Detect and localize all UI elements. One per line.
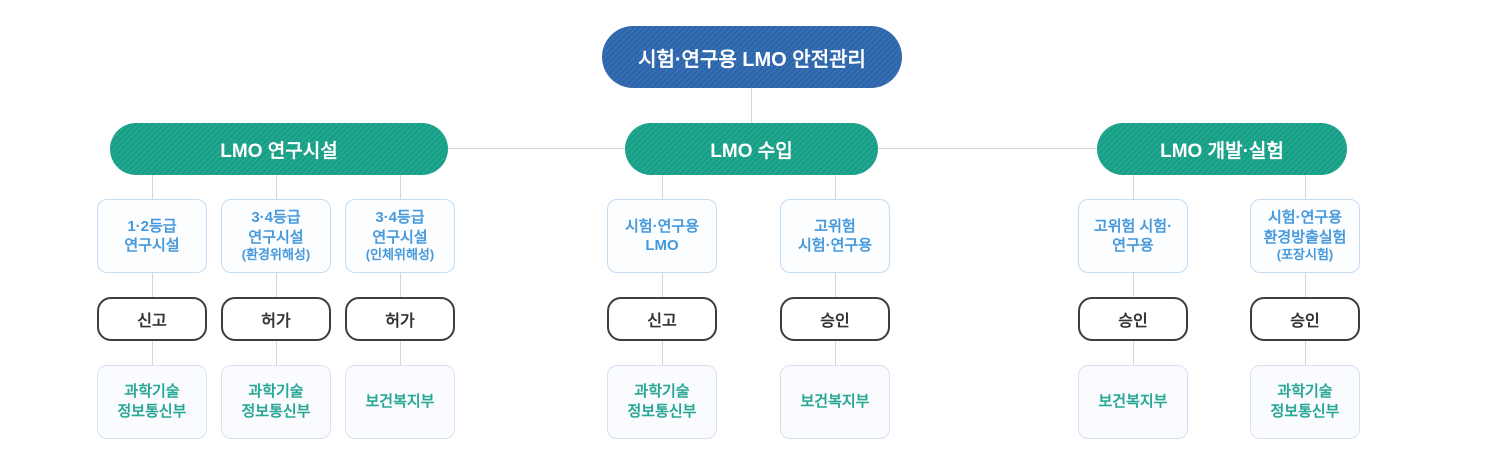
ministry-label: 보건복지부 [1098, 392, 1168, 410]
ministry-label: 과학기술 정보통신부 [627, 382, 697, 420]
category-box: 고위험 시험· 연구용 [1078, 199, 1188, 273]
connector-line [1132, 175, 1134, 199]
action-box: 승인 [1078, 297, 1188, 341]
group-node-label: LMO 개발·실험 [1160, 140, 1284, 162]
category-sublabel: (인체위해성) [365, 247, 435, 263]
category-box: 3·4등급 연구시설 (인체위해성) [345, 199, 455, 273]
action-box: 허가 [345, 297, 455, 341]
connector-line [151, 341, 153, 365]
ministry-box: 보건복지부 [780, 365, 890, 439]
group-node-label: LMO 수입 [710, 140, 793, 162]
ministry-label: 과학기술 정보통신부 [1270, 382, 1340, 420]
group-node-lmo-development-experiment: LMO 개발·실험 [1097, 123, 1347, 175]
action-label: 신고 [647, 313, 677, 330]
category-box: 고위험 시험·연구용 [780, 199, 890, 273]
ministry-box: 과학기술 정보통신부 [97, 365, 207, 439]
connector-line [834, 341, 836, 365]
action-box: 승인 [780, 297, 890, 341]
action-label: 승인 [820, 313, 850, 330]
connector-horizontal-right [878, 148, 1097, 149]
category-label: 고위험 시험· 연구용 [1093, 217, 1173, 255]
connector-line [1132, 273, 1134, 297]
root-node: 시험·연구용 LMO 안전관리 [602, 26, 902, 88]
column-test-research-lmo: 시험·연구용 LMO 신고 과학기술 정보통신부 [607, 175, 717, 439]
connector-line [1132, 341, 1134, 365]
category-label: 시험·연구용 LMO [625, 217, 699, 255]
connector-horizontal-left [448, 148, 625, 149]
connector-line [661, 273, 663, 297]
column-grade-3-4-facility-environment: 3·4등급 연구시설 (환경위해성) 허가 과학기술 정보통신부 [221, 175, 331, 439]
action-box: 허가 [221, 297, 331, 341]
category-sublabel: (포장시험) [1276, 247, 1334, 263]
action-label: 승인 [1118, 313, 1148, 330]
column-high-risk-test-research-develop: 고위험 시험· 연구용 승인 보건복지부 [1078, 175, 1188, 439]
connector-line [151, 273, 153, 297]
category-label: 3·4등급 연구시설 [372, 209, 428, 246]
ministry-box: 과학기술 정보통신부 [221, 365, 331, 439]
group-node-lmo-import: LMO 수입 [625, 123, 878, 175]
column-grade-1-2-facility: 1·2등급 연구시설 신고 과학기술 정보통신부 [97, 175, 207, 439]
group-node-label: LMO 연구시설 [220, 140, 338, 162]
group-node-lmo-research-facility: LMO 연구시설 [110, 123, 448, 175]
action-label: 허가 [261, 313, 291, 330]
connector-line [275, 175, 277, 199]
connector-line [1304, 175, 1306, 199]
ministry-box: 보건복지부 [1078, 365, 1188, 439]
category-label: 1·2등급 연구시설 [124, 217, 180, 255]
column-high-risk-test-research-import: 고위험 시험·연구용 승인 보건복지부 [780, 175, 890, 439]
category-label: 시험·연구용 환경방출실험 [1263, 209, 1347, 246]
column-environmental-release-experiment: 시험·연구용 환경방출실험 (포장시험) 승인 과학기술 정보통신부 [1250, 175, 1360, 439]
connector-line [399, 341, 401, 365]
action-box: 신고 [607, 297, 717, 341]
connector-line [834, 175, 836, 199]
connector-line [399, 175, 401, 199]
action-box: 신고 [97, 297, 207, 341]
category-label: 고위험 시험·연구용 [798, 217, 872, 255]
category-box: 시험·연구용 환경방출실험 (포장시험) [1250, 199, 1360, 273]
action-label: 허가 [385, 313, 415, 330]
category-box: 시험·연구용 LMO [607, 199, 717, 273]
connector-line [399, 273, 401, 297]
category-box: 3·4등급 연구시설 (환경위해성) [221, 199, 331, 273]
connector-line [151, 175, 153, 199]
category-box: 1·2등급 연구시설 [97, 199, 207, 273]
connector-root-vertical [751, 88, 752, 123]
connector-line [1304, 273, 1306, 297]
category-sublabel: (환경위해성) [241, 247, 311, 263]
ministry-box: 과학기술 정보통신부 [607, 365, 717, 439]
ministry-label: 보건복지부 [365, 392, 435, 410]
action-label: 신고 [137, 313, 167, 330]
action-label: 승인 [1290, 313, 1320, 330]
connector-line [661, 175, 663, 199]
ministry-label: 과학기술 정보통신부 [241, 382, 311, 420]
ministry-box: 보건복지부 [345, 365, 455, 439]
root-node-label: 시험·연구용 LMO 안전관리 [638, 48, 866, 71]
ministry-label: 과학기술 정보통신부 [117, 382, 187, 420]
category-label: 3·4등급 연구시설 [248, 209, 304, 246]
connector-line [1304, 341, 1306, 365]
connector-line [275, 273, 277, 297]
connector-line [275, 341, 277, 365]
ministry-label: 보건복지부 [800, 392, 870, 410]
connector-line [834, 273, 836, 297]
action-box: 승인 [1250, 297, 1360, 341]
connector-line [661, 341, 663, 365]
ministry-box: 과학기술 정보통신부 [1250, 365, 1360, 439]
column-grade-3-4-facility-human: 3·4등급 연구시설 (인체위해성) 허가 보건복지부 [345, 175, 455, 439]
